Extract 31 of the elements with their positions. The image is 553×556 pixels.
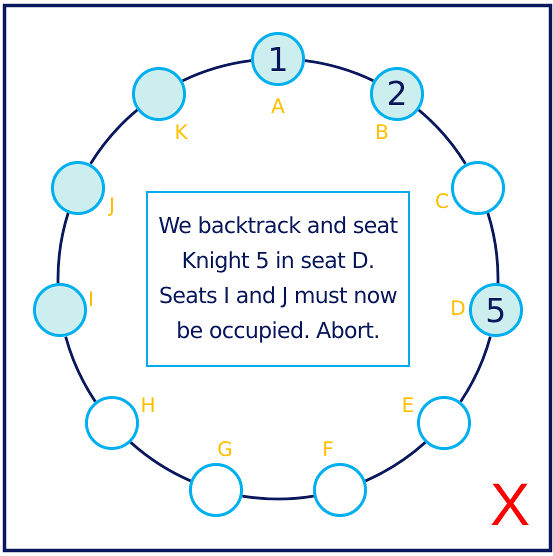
seat-letter: E xyxy=(402,395,414,415)
seat-letter: K xyxy=(174,122,188,142)
seat-letter: B xyxy=(375,122,389,142)
connector-arc xyxy=(459,336,492,402)
connector-arc xyxy=(418,108,467,165)
connector-arc xyxy=(242,494,314,500)
note-box xyxy=(146,191,410,367)
seat-letter: D xyxy=(450,298,466,318)
seat-letter: I xyxy=(88,289,94,309)
knight-number: 5 xyxy=(485,294,506,327)
connector-arc xyxy=(486,212,500,284)
seat-circle xyxy=(417,396,472,450)
seat-letter: J xyxy=(109,195,115,215)
connector-arc xyxy=(182,59,252,82)
connector-arc xyxy=(304,59,374,82)
connector-arc xyxy=(89,108,138,165)
connector-arc xyxy=(130,441,192,482)
seat-letter: F xyxy=(322,439,334,459)
seat-letter: C xyxy=(435,191,449,211)
seat-letter: H xyxy=(140,395,156,415)
connector-arc xyxy=(64,336,97,402)
seat-circle xyxy=(84,396,139,450)
connector-arc xyxy=(56,212,70,284)
knight-number: 1 xyxy=(268,42,288,76)
knight-number: 2 xyxy=(386,77,408,110)
seat-circle xyxy=(251,32,305,86)
seat-letter: G xyxy=(217,439,233,459)
connector-arc xyxy=(364,441,426,482)
cross-mark: X xyxy=(490,475,530,535)
seat-letter: A xyxy=(271,96,285,116)
note-text: We backtrack and seat Knight 5 in seat D. Seats I and J must now be occupied. Abort. xyxy=(157,213,399,346)
